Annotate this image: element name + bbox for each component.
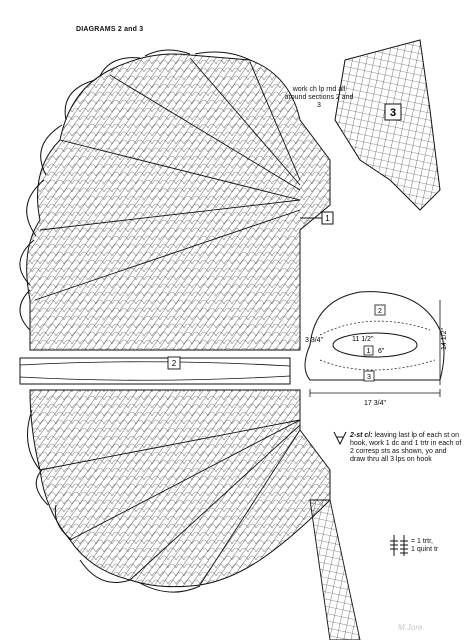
lower-strap: [309, 499, 361, 640]
section-3-label: 3: [390, 107, 396, 119]
schematic-label-2: 2: [378, 308, 382, 315]
section-2-label: 2: [172, 359, 177, 368]
instruction-heading: 2-st cl:: [350, 432, 373, 439]
section-1-label: 1: [325, 214, 330, 223]
schematic-label-3: 3: [367, 374, 371, 381]
legend-line-2: 1 quint tr: [411, 546, 439, 553]
lower-chart-section: [27, 389, 361, 640]
instruction-body: leaving last lp of each st on hook, work…: [350, 432, 462, 463]
stitch-legend: = 1 trtr, 1 quint tr: [411, 538, 461, 554]
upper-chart-section: [19, 49, 331, 351]
dim-side-left: 3 3/4": [305, 337, 324, 344]
signature-watermark: M.Jore: [398, 623, 423, 632]
dim-width-bottom: 17 3/4": [364, 400, 386, 407]
dim-depth: 6": [378, 348, 385, 355]
schematic-label-1: 1: [367, 348, 371, 355]
upper-strap: 3: [334, 39, 441, 211]
diagram-title: DIAGRAMS 2 and 3: [76, 26, 144, 33]
work-note: work ch lp rnd all around sections 2 and…: [284, 86, 354, 109]
dim-height-right: 14 1/2": [441, 328, 448, 350]
legend-symbol: [390, 535, 408, 556]
assembly-schematic: 2 1 3 11 1/2" 6" 3 3/4" 14 1/2" 17 3/4": [304, 291, 448, 407]
cluster-symbol: [333, 431, 347, 446]
section-1-marker: 1: [300, 211, 334, 225]
legend-line-1: = 1 trtr,: [411, 538, 433, 545]
center-band: 2: [19, 356, 291, 385]
section-2-box: [167, 356, 181, 370]
cluster-instruction: 2-st cl: leaving last lp of each st on h…: [350, 432, 462, 464]
section-3-box: [384, 103, 402, 121]
dim-width-top: 11 1/2": [352, 336, 374, 343]
